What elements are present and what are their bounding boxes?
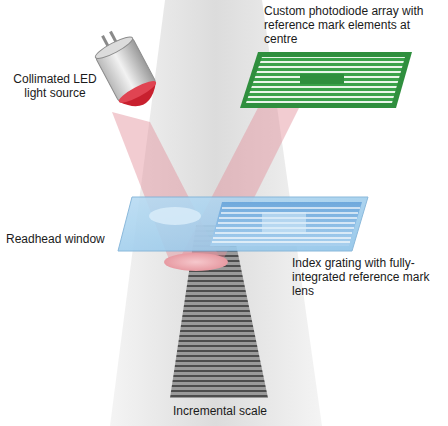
part-label: Index grating with fully-integrated refe… bbox=[292, 256, 442, 298]
part-label: Custom photodiode array with reference m… bbox=[264, 4, 444, 46]
part-label: Readhead window bbox=[6, 232, 114, 246]
part-label: Incremental scale bbox=[140, 404, 300, 418]
part-label: Collimated LED light source bbox=[4, 72, 106, 100]
